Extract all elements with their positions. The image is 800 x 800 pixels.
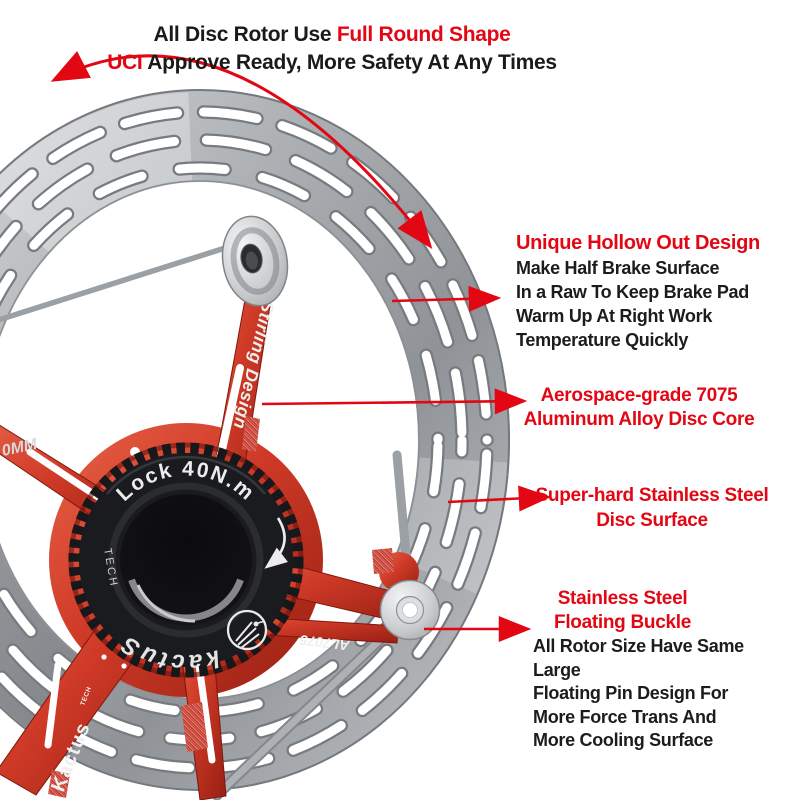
full-round-rim-arrow [50,51,433,249]
title-line-2: UCI Approve Ready, More Safety At Any Ti… [8,49,656,77]
callout-floating-buckle: Stainless Steel Floating Buckle All Roto… [480,587,780,753]
disc-surface-arrow [447,485,552,512]
callout-arrows [50,51,552,642]
brand-bird-logo-icon [226,609,268,651]
floating-pin-right [379,579,441,641]
callout-core-line: Aerospace-grade 7075 [540,385,738,406]
arm-alloy-label: AL7075 [299,632,352,654]
alloy-core-arrow [261,388,528,415]
rotation-direction-arrow-icon [264,517,288,569]
callout-core-line: Aluminum Alloy Disc Core [523,409,755,430]
callout-buckle-line: More Force Trans And [533,706,717,727]
callout-buckle-heading-line: Stainless Steel [557,588,688,609]
lockring: Lock 40N.m kactuS TECH [68,442,304,678]
callout-buckle-line: More Cooling Surface [533,730,714,750]
callout-hollow-line: In a Raw To Keep Brake Pad [516,282,749,302]
title-line1-black: All Disc Rotor Use [153,23,337,46]
title-line2-black: Approve Ready, More Safety At Any Times [142,51,557,74]
callout-hollow-line: Warm Up At Right Work [516,306,713,326]
center-bore [120,494,252,626]
callout-buckle-heading-line: Floating Buckle [554,612,691,633]
callout-hollow-line: Temperature Quickly [516,330,689,350]
title-line1-red: Full Round Shape [336,23,511,46]
hollow-design-arrow [391,285,502,312]
callout-surface-line: Super-hard Stainless Steel [535,485,769,506]
callout-disc-surface: Super-hard Stainless Steel Disc Surface [518,483,786,533]
title-line2-red: UCI [107,51,143,74]
callout-hollow-line: Make Half Brake Surface [516,258,720,278]
floating-pin-top [221,215,289,307]
callout-alloy-core: Aerospace-grade 7075 Aluminum Alloy Disc… [508,384,770,432]
callout-buckle-line: Floating Pin Design For [533,683,729,703]
callout-buckle-line: All Rotor Size Have Same Large [533,636,744,680]
title-line-1: All Disc Rotor Use Full Round Shape [8,21,656,49]
callout-hollow-out-design: Unique Hollow Out Design Make Half Brake… [516,231,796,352]
callout-surface-line: Disc Surface [596,510,708,531]
page-title: All Disc Rotor Use Full Round Shape UCI … [8,21,656,77]
callout-hollow-heading: Unique Hollow Out Design [516,232,760,254]
